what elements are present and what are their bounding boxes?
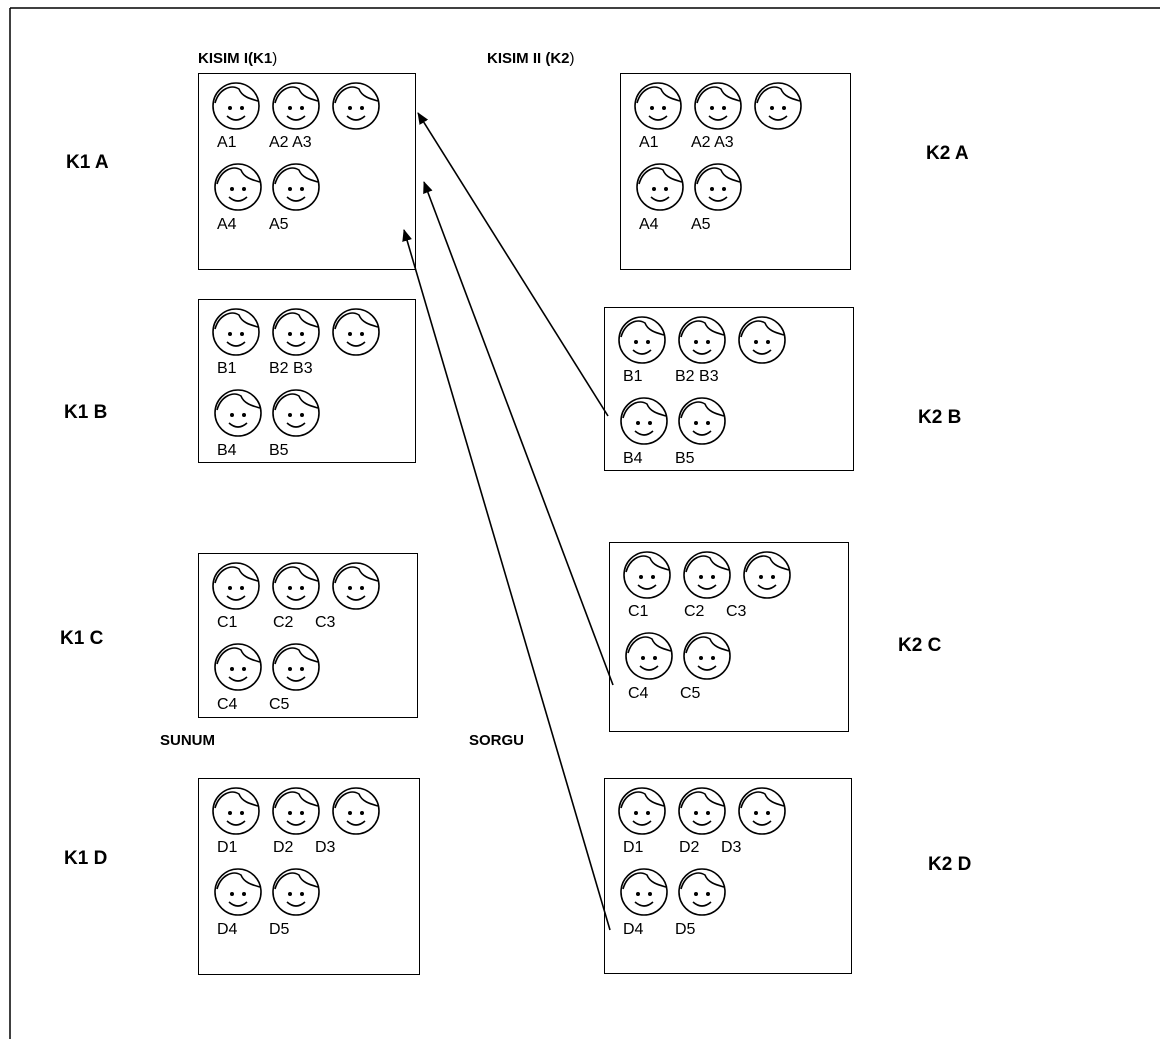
left-group-box: A1 A2 A3 A4 A5	[198, 73, 416, 270]
student-label: B1	[217, 360, 237, 377]
student-label: D5	[675, 921, 696, 938]
smiley-face-icon	[269, 386, 323, 440]
group-label-k2-b: K2 B	[918, 407, 962, 428]
smiley-face-icon	[209, 784, 263, 838]
smiley-face-icon	[633, 160, 687, 214]
student-label: C1	[628, 603, 649, 620]
group-label-k1-b: K1 B	[64, 402, 108, 423]
smiley-face-icon	[691, 160, 745, 214]
smiley-face-icon	[751, 79, 805, 133]
student-label: C4	[628, 685, 649, 702]
student-label: A4	[217, 216, 237, 233]
student-label: D1	[217, 839, 238, 856]
smiley-face-icon	[675, 865, 729, 919]
smiley-face-icon	[329, 784, 383, 838]
group-label-k2-d: K2 D	[928, 854, 972, 875]
group-label-k2-a: K2 A	[926, 143, 969, 164]
smiley-face-icon	[615, 784, 669, 838]
smiley-face-icon	[209, 559, 263, 613]
smiley-face-icon	[211, 160, 265, 214]
smiley-face-icon	[680, 629, 734, 683]
group-label-k1-a: K1 A	[66, 152, 109, 173]
student-label: C3	[726, 603, 747, 620]
smiley-face-icon	[615, 313, 669, 367]
smiley-face-icon	[211, 865, 265, 919]
student-label: B2 B3	[675, 368, 719, 385]
student-label: C3	[315, 614, 336, 631]
student-label: B1	[623, 368, 643, 385]
student-label: D2	[679, 839, 700, 856]
smiley-face-icon	[209, 79, 263, 133]
student-label: A5	[269, 216, 289, 233]
student-label: D3	[315, 839, 336, 856]
smiley-face-icon	[631, 79, 685, 133]
footer-sorgu: SORGU	[469, 732, 525, 749]
smiley-face-icon	[740, 548, 794, 602]
student-label: C1	[217, 614, 238, 631]
smiley-face-icon	[329, 559, 383, 613]
smiley-face-icon	[329, 305, 383, 359]
right-group-box: A1 A2 A3 A4 A5	[620, 73, 851, 270]
student-label: A4	[639, 216, 659, 233]
student-label: C5	[269, 696, 290, 713]
smiley-face-icon	[675, 394, 729, 448]
smiley-face-icon	[269, 784, 323, 838]
smiley-face-icon	[680, 548, 734, 602]
student-label: A1	[639, 134, 659, 151]
student-label: B2 B3	[269, 360, 313, 377]
student-label: D4	[217, 921, 238, 938]
header-part-2: KISIM II (K2)	[487, 50, 575, 67]
smiley-face-icon	[691, 79, 745, 133]
smiley-face-icon	[735, 784, 789, 838]
left-group-box: B1 B2 B3 B4 B5	[198, 299, 416, 463]
student-label: C4	[217, 696, 238, 713]
footer-sunum: SUNUM	[160, 732, 215, 749]
smiley-face-icon	[269, 559, 323, 613]
smiley-face-icon	[211, 386, 265, 440]
student-label: C2	[273, 614, 294, 631]
smiley-face-icon	[269, 865, 323, 919]
student-label: C5	[680, 685, 701, 702]
group-label-k1-d: K1 D	[64, 848, 108, 869]
student-label: B5	[269, 442, 289, 459]
student-label: B5	[675, 450, 695, 467]
smiley-face-icon	[617, 394, 671, 448]
smiley-face-icon	[675, 313, 729, 367]
smiley-face-icon	[675, 784, 729, 838]
smiley-face-icon	[269, 640, 323, 694]
group-label-k2-c: K2 C	[898, 635, 942, 656]
smiley-face-icon	[211, 640, 265, 694]
smiley-face-icon	[269, 305, 323, 359]
student-label: D1	[623, 839, 644, 856]
student-label: D5	[269, 921, 290, 938]
student-label: C2	[684, 603, 705, 620]
smiley-face-icon	[622, 629, 676, 683]
student-label: D4	[623, 921, 644, 938]
smiley-face-icon	[735, 313, 789, 367]
student-label: A2 A3	[269, 134, 312, 151]
student-label: D2	[273, 839, 294, 856]
student-label: A2 A3	[691, 134, 734, 151]
student-label: A1	[217, 134, 237, 151]
smiley-face-icon	[620, 548, 674, 602]
student-label: B4	[217, 442, 237, 459]
right-group-box: B1 B2 B3 B4 B5	[604, 307, 854, 471]
header-part-1: KISIM I(K1)	[198, 50, 278, 67]
smiley-face-icon	[617, 865, 671, 919]
student-label: A5	[691, 216, 711, 233]
smiley-face-icon	[269, 160, 323, 214]
group-label-k1-c: K1 C	[60, 628, 104, 649]
smiley-face-icon	[329, 79, 383, 133]
smiley-face-icon	[209, 305, 263, 359]
smiley-face-icon	[269, 79, 323, 133]
student-label: B4	[623, 450, 643, 467]
student-label: D3	[721, 839, 742, 856]
